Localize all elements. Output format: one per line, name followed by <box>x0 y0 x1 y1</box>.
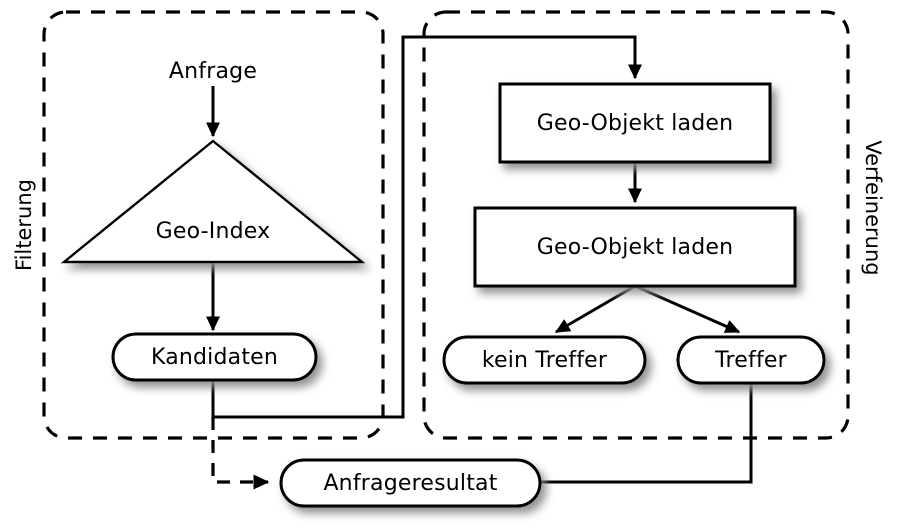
node-treffer-label: Treffer <box>714 348 788 373</box>
node-geo-objekt-laden-2: Geo-Objekt laden <box>473 206 797 288</box>
edge-geo-objekt-laden-2-to-kein-treffer <box>554 284 636 334</box>
node-anfrageresultat-label: Anfrageresultat <box>323 471 497 496</box>
node-kein-treffer-shape <box>442 335 647 385</box>
group-filterung: Filterung <box>12 10 385 440</box>
node-anfrage: Anfrage <box>169 59 257 84</box>
node-geo-index-label: Geo-Index <box>156 219 271 244</box>
node-geo-objekt-laden-1-shape <box>498 82 772 164</box>
group-verfeinerung-border <box>422 10 850 440</box>
node-kandidaten-label: Kandidaten <box>151 345 278 370</box>
node-geo-objekt-laden-2-label: Geo-Objekt laden <box>537 235 734 260</box>
node-kandidaten-shape <box>111 332 318 382</box>
group-filterung-label: Filterung <box>12 179 36 271</box>
node-treffer-shape <box>676 335 826 385</box>
edge-treffer-to-anfrageresultat <box>540 382 753 484</box>
node-anfrageresultat: Anfrageresultat <box>279 458 542 508</box>
node-geo-index-shape <box>60 139 366 264</box>
node-geo-objekt-laden-1: Geo-Objekt laden <box>498 82 772 164</box>
node-geo-index: Geo-Index <box>60 139 366 264</box>
node-kein-treffer: kein Treffer <box>442 335 647 385</box>
edge-kandidaten-to-anfrageresultat <box>211 417 270 490</box>
node-kein-treffer-label: kein Treffer <box>482 348 608 373</box>
edge-geo-objekt-laden-2-to-treffer <box>634 284 741 334</box>
group-verfeinerung: Verfeinerung <box>422 10 885 440</box>
node-geo-objekt-laden-1-label: Geo-Objekt laden <box>537 111 734 136</box>
node-treffer: Treffer <box>676 335 826 385</box>
node-kandidaten: Kandidaten <box>111 332 318 382</box>
edge-kandidaten-to-geo-objekt-laden-1 <box>211 35 643 419</box>
group-verfeinerung-label: Verfeinerung <box>861 140 885 275</box>
node-anfrage-label: Anfrage <box>169 59 257 84</box>
node-geo-objekt-laden-2-shape <box>473 206 797 288</box>
node-anfrageresultat-shape <box>279 458 542 508</box>
